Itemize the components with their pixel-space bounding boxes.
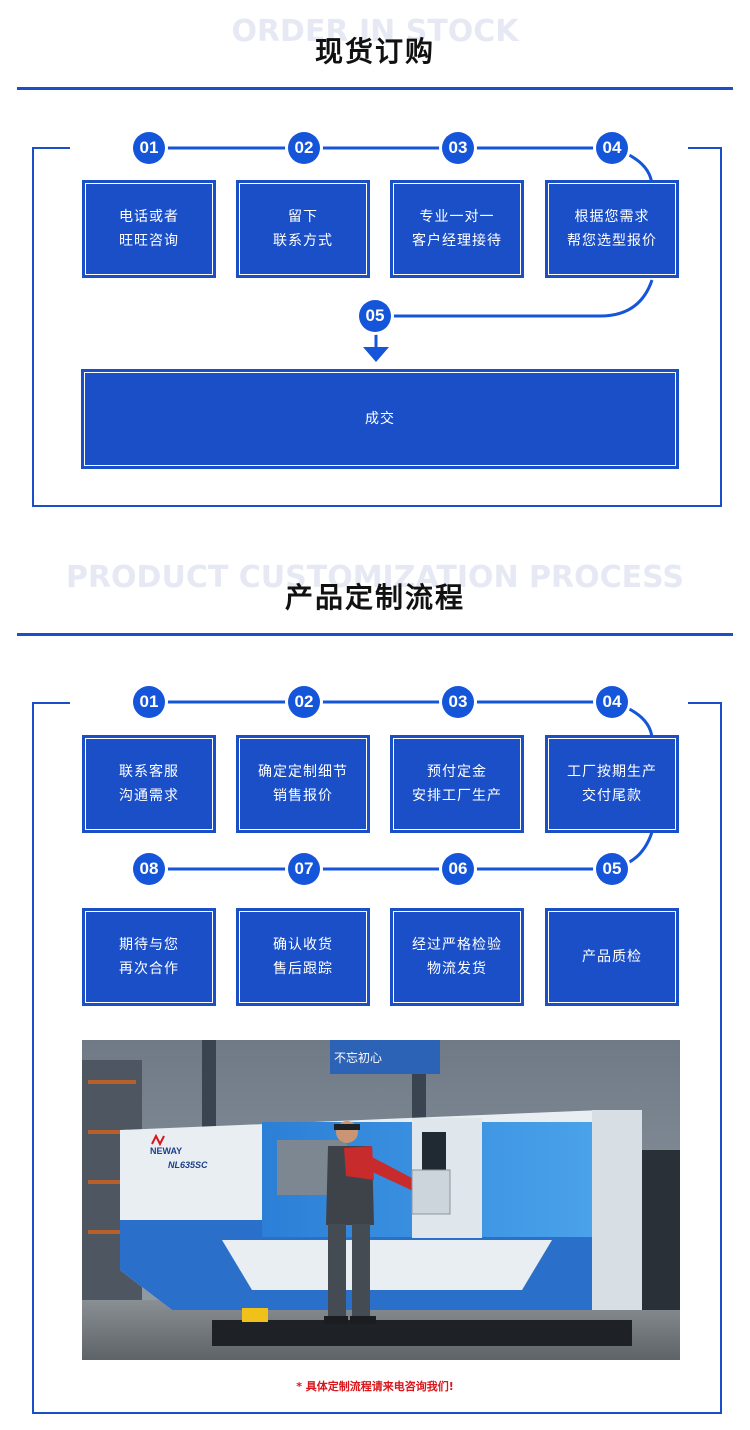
factory-photo: 不忘初心 NEWAY NL635SC (82, 1040, 680, 1360)
customization-note: * 具体定制流程请来电咨询我们! (296, 1380, 454, 1393)
section2-divider (17, 633, 733, 636)
step-line2: 物流发货 (427, 961, 487, 977)
step-line1: 专业一对一 (419, 209, 495, 225)
section1-step-01-num: 01 (133, 132, 165, 164)
section2-bg-text: PRODUCT CUSTOMIZATION PROCESS (65, 560, 685, 595)
section2-step-04-num: 04 (596, 686, 628, 718)
section2-step-06-card: 经过严格检验物流发货 (390, 908, 524, 1006)
step-line1: 留下 (288, 209, 318, 225)
section2-step-06-num: 06 (442, 853, 474, 885)
section1-step-05-card: 成交 (81, 369, 679, 469)
section2-step-04-card: 工厂按期生产交付尾款 (545, 735, 679, 833)
step-line1: 预付定金 (427, 764, 487, 780)
step-line1: 成交 (365, 411, 395, 427)
step-line2: 客户经理接待 (412, 233, 502, 249)
step-line1: 电话或者 (119, 209, 179, 225)
step-line1: 工厂按期生产 (567, 764, 657, 780)
machine-brand: NEWAY (150, 1146, 182, 1156)
section2-step-08-card: 期待与您再次合作 (82, 908, 216, 1006)
step-line2: 帮您选型报价 (567, 233, 657, 249)
section1-step-01-card: 电话或者旺旺咨询 (82, 180, 216, 278)
step-line2: 售后跟踪 (273, 961, 333, 977)
step-line1: 产品质检 (582, 949, 642, 965)
machine-model: NL635SC (168, 1160, 208, 1170)
section1-step-04-card: 根据您需求帮您选型报价 (545, 180, 679, 278)
section2-step-03-num: 03 (442, 686, 474, 718)
step-line1: 确定定制细节 (258, 764, 348, 780)
section1-step-05-num: 05 (359, 300, 391, 332)
section2-title: 产品定制流程 (284, 581, 465, 614)
banner-text: 不忘初心 (334, 1050, 382, 1065)
section2-step-07-num: 07 (288, 853, 320, 885)
step-line2: 联系方式 (273, 233, 333, 249)
step-line2: 再次合作 (119, 961, 179, 977)
step-line1: 确认收货 (273, 937, 333, 953)
section2-step-01-card: 联系客服沟通需求 (82, 735, 216, 833)
step-line2: 旺旺咨询 (119, 233, 179, 249)
section1-step-03-num: 03 (442, 132, 474, 164)
section1-title: 现货订购 (314, 35, 435, 68)
section2-step-05-num: 05 (596, 853, 628, 885)
section1-step-02-num: 02 (288, 132, 320, 164)
section2-step-05-card: 产品质检 (545, 908, 679, 1006)
step-line2: 交付尾款 (582, 788, 642, 804)
section1-step-03-card: 专业一对一客户经理接待 (390, 180, 524, 278)
step-line1: 根据您需求 (574, 209, 650, 225)
section1-bg-text: ORDER IN STOCK (231, 14, 519, 49)
section2-step-02-num: 02 (288, 686, 320, 718)
section1-divider (17, 87, 733, 90)
section1-step-02-card: 留下联系方式 (236, 180, 370, 278)
section1-step-04-num: 04 (596, 132, 628, 164)
step-line1: 联系客服 (119, 764, 179, 780)
section2-step-03-card: 预付定金安排工厂生产 (390, 735, 524, 833)
step-line2: 安排工厂生产 (412, 788, 502, 804)
section2-step-07-card: 确认收货售后跟踪 (236, 908, 370, 1006)
cnc-machine-illustration: 不忘初心 NEWAY NL635SC (82, 1040, 680, 1360)
section2-step-01-num: 01 (133, 686, 165, 718)
down-arrow-icon (363, 347, 389, 362)
section2-step-08-num: 08 (133, 853, 165, 885)
step-line1: 期待与您 (119, 937, 179, 953)
step-line2: 沟通需求 (119, 788, 179, 804)
section2-step-02-card: 确定定制细节销售报价 (236, 735, 370, 833)
step-line2: 销售报价 (273, 788, 333, 804)
step-line1: 经过严格检验 (412, 937, 502, 953)
